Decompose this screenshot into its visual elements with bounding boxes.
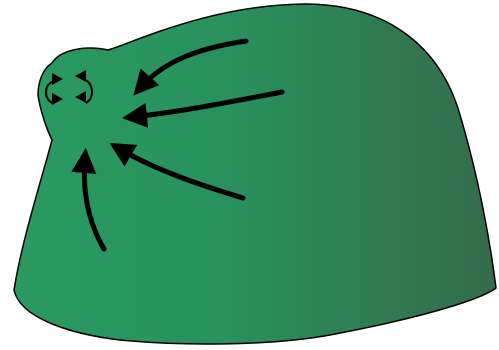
diagram-canvas <box>0 0 499 350</box>
diagram-svg <box>0 0 499 350</box>
